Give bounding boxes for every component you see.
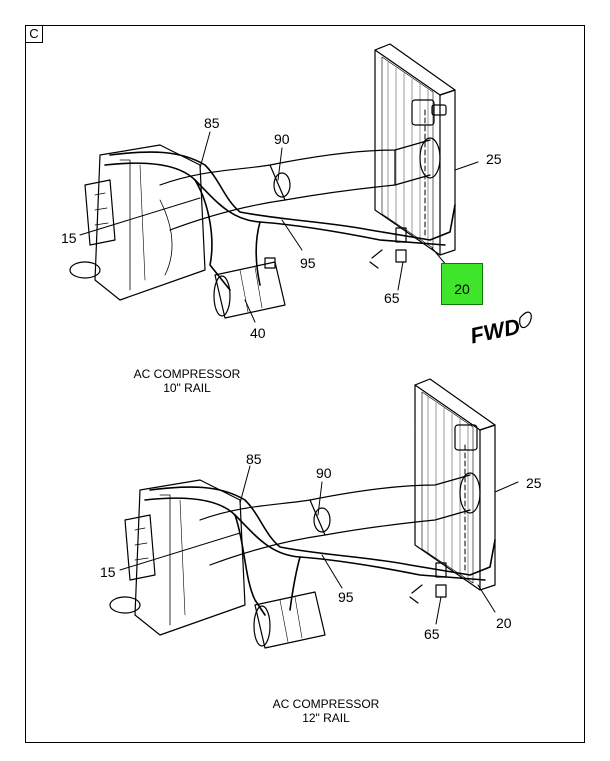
caption-top-line2: 10" RAIL (163, 381, 211, 395)
callout-25-bottom[interactable]: 25 (526, 475, 542, 491)
caption-top: AC COMPRESSOR 10" RAIL (87, 367, 287, 395)
ac-hoses-top (104, 151, 456, 291)
caption-top-line1: AC COMPRESSOR (133, 367, 241, 381)
radiator-bottom (414, 378, 496, 591)
diagram-frame (25, 25, 585, 743)
callout-15-top[interactable]: 15 (61, 230, 77, 246)
section-tag: C (25, 25, 43, 43)
callout-95-bottom[interactable]: 95 (338, 589, 354, 605)
callout-20-highlighted[interactable]: 20 (454, 281, 470, 297)
caption-bottom: AC COMPRESSOR 12" RAIL (226, 697, 426, 725)
callout-65-top[interactable]: 65 (384, 290, 400, 306)
engine-bottom (109, 479, 246, 636)
callout-40-top[interactable]: 40 (250, 325, 266, 341)
callout-85-bottom[interactable]: 85 (246, 451, 262, 467)
compressor-top (213, 257, 286, 319)
compressor-bottom (253, 591, 326, 649)
fitting-65-top (395, 227, 407, 243)
caption-bottom-line1: AC COMPRESSOR (272, 697, 380, 711)
callout-25-top[interactable]: 25 (486, 151, 502, 167)
top-view-illustration (69, 43, 479, 323)
callout-85-top[interactable]: 85 (204, 115, 220, 131)
bottom-view-illustration (109, 378, 519, 649)
radiator-top (374, 43, 456, 256)
callout-20-bottom[interactable]: 20 (496, 615, 512, 631)
caption-bottom-line2: 12" RAIL (302, 711, 350, 725)
leaders-bottom (119, 465, 519, 625)
air-tube-bottom (199, 472, 481, 566)
air-tube-top (159, 137, 441, 231)
callout-15-bottom[interactable]: 15 (100, 564, 116, 580)
ac-hoses-bottom (144, 486, 496, 616)
callout-90-top[interactable]: 90 (274, 131, 290, 147)
part-20-highlight[interactable]: 20 (441, 263, 483, 305)
callout-90-bottom[interactable]: 90 (316, 465, 332, 481)
callout-95-top[interactable]: 95 (300, 255, 316, 271)
engine-top (69, 144, 206, 301)
callout-65-bottom[interactable]: 65 (424, 626, 440, 642)
